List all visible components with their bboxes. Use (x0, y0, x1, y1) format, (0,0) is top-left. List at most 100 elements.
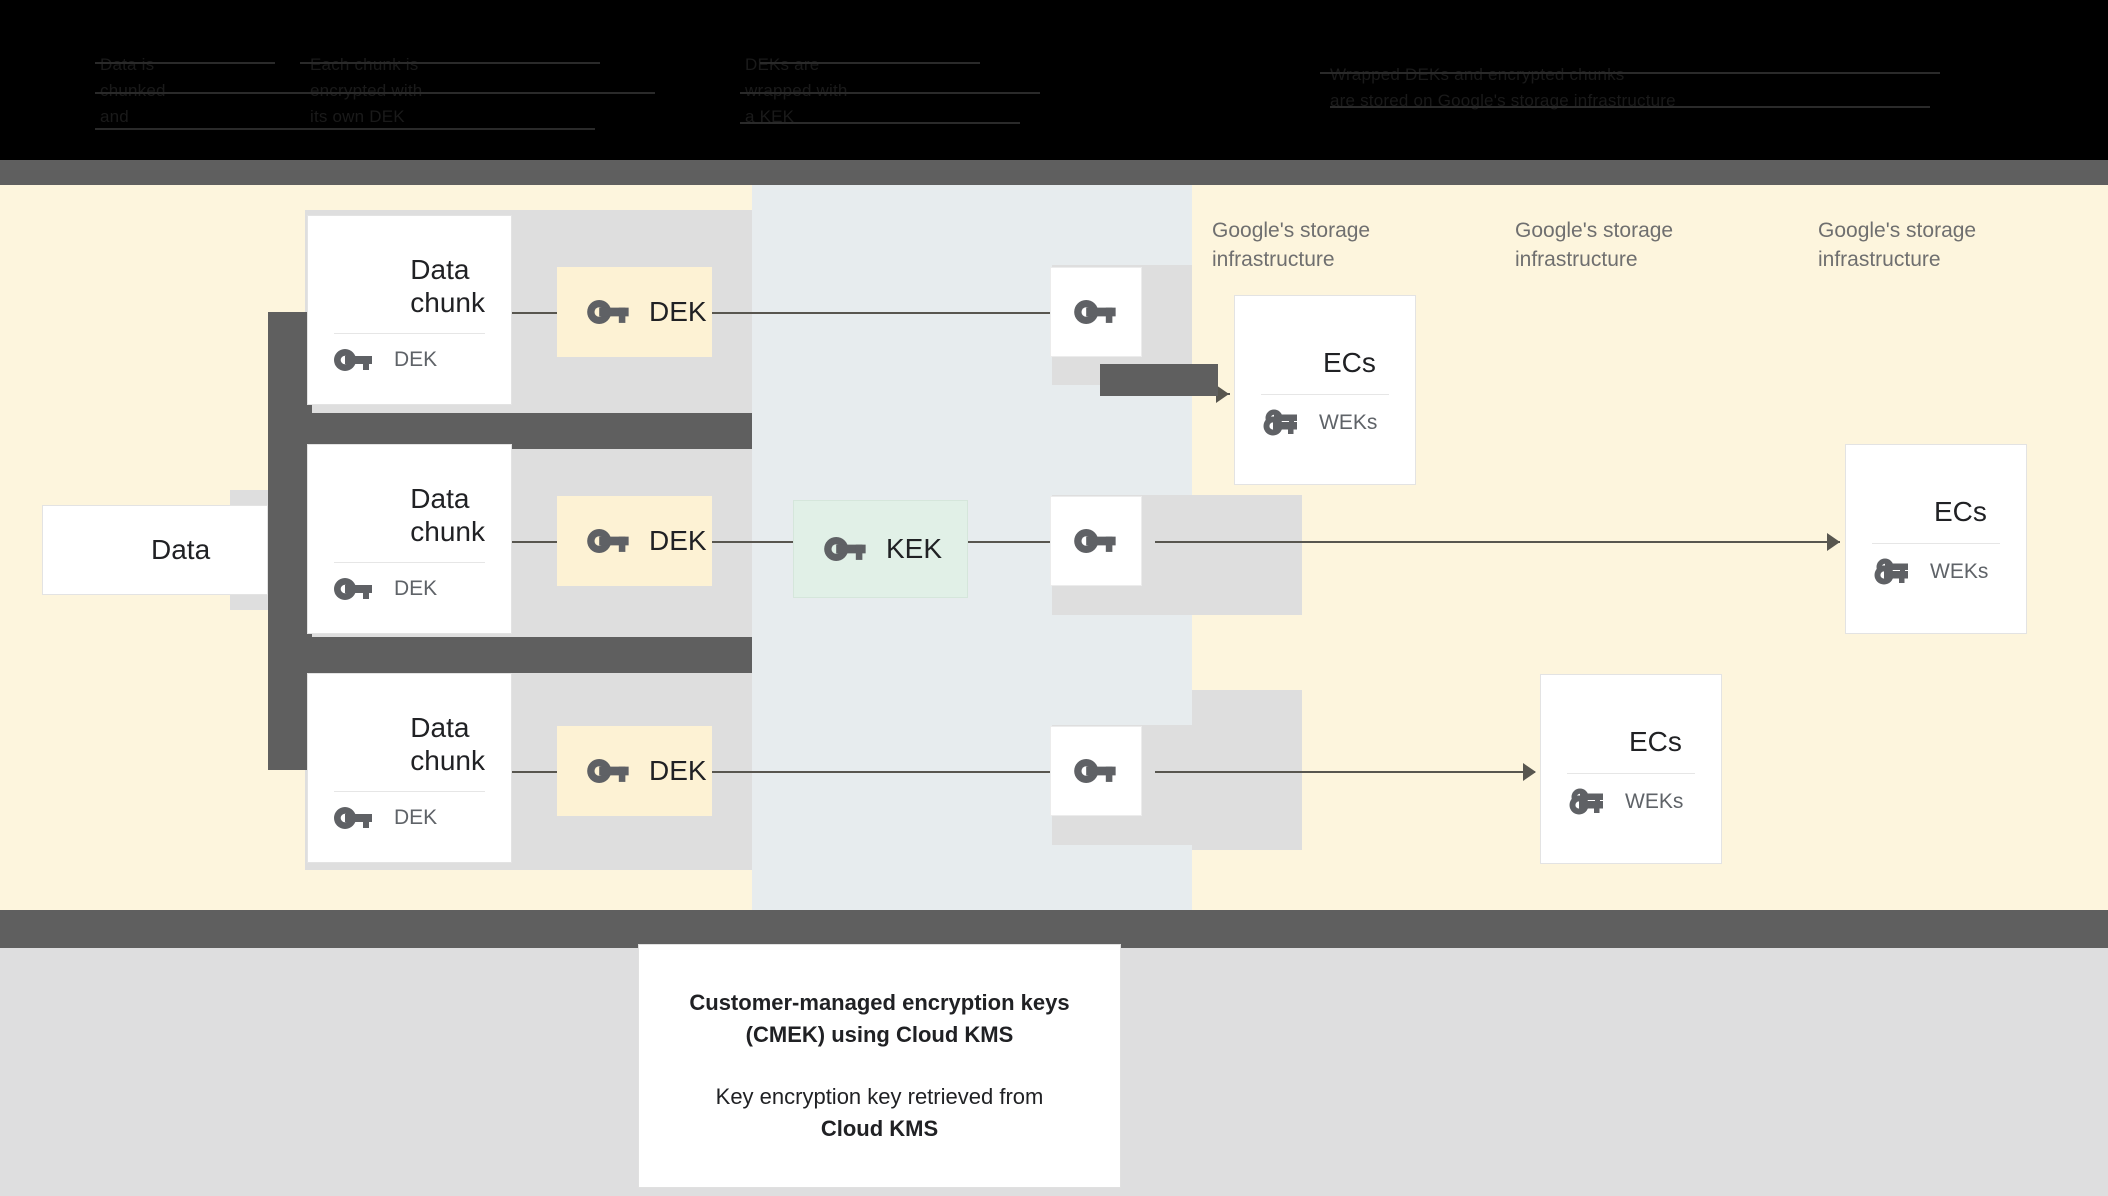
chunk-card-key-label: DEK (394, 577, 438, 601)
double-key-icon (1261, 409, 1303, 437)
chunk-card-key-label: DEK (394, 348, 438, 372)
header-redaction-line (95, 62, 275, 64)
key-icon (587, 529, 631, 553)
ecs-card-key-label: WEKs (1625, 789, 1684, 813)
ecs-card-key-row: WEKs (1541, 788, 1721, 816)
key-icon (824, 537, 868, 561)
infra-label-3: Google's storage infrastructure (1818, 219, 1977, 271)
ecs-card-title: ECs (1323, 347, 1376, 379)
data-chunk-card-2[interactable]: Data chunk DEK (307, 444, 512, 634)
key-icon (334, 578, 374, 601)
ecs-card-key-label: WEKs (1930, 559, 1989, 583)
caption-card: Customer-managed encryption keys (CMEK) … (638, 944, 1121, 1188)
ecs-card-title: ECs (1934, 496, 1987, 528)
chunk-card-header: Data chunk (308, 712, 511, 778)
dek-tile-label: DEK (649, 525, 707, 556)
wrapped-key-tile-3[interactable] (1050, 726, 1142, 816)
ecs-card-key-row: WEKs (1235, 409, 1415, 437)
header-redaction-line (95, 92, 655, 94)
caption-body-line1: Key encryption key retrieved from (715, 1084, 1044, 1109)
data-chunk-card-1[interactable]: Data chunk DEK (307, 215, 512, 405)
double-key-icon (1872, 558, 1914, 586)
header-text-column-3: DEKs are wrapped with a KEK (745, 55, 848, 126)
ecs-card-header: ECs (1846, 496, 2026, 529)
header-redaction-line (740, 122, 1020, 124)
card-divider (334, 333, 485, 335)
double-key-icon (1567, 788, 1609, 816)
panel-behind-row3-line (1192, 690, 1302, 850)
header-redaction-line (1320, 72, 1940, 74)
connector-chunk1-to-dek1 (512, 312, 557, 314)
ecs-card-header: ECs (1541, 726, 1721, 759)
arrowhead-ecs2 (1827, 533, 1840, 551)
caption-body: Key encryption key retrieved from Cloud … (716, 1081, 1044, 1145)
data-card-label: Data (151, 533, 211, 565)
chunk-card-key-label: DEK (394, 806, 438, 830)
data-card[interactable]: Data (42, 505, 268, 595)
data-card-row: Data (43, 534, 267, 567)
connector-chunk3-to-dek3 (512, 771, 557, 773)
infra-label-2: Google's storage infrastructure (1515, 219, 1674, 271)
chunk-card-title: Data chunk (410, 253, 485, 318)
connector-wrapped3-to-ecs3 (1155, 771, 1535, 773)
panel-behind-row2-line (1192, 495, 1302, 615)
arrowhead-ecs1 (1216, 385, 1229, 403)
ecs-card-title: ECs (1629, 726, 1682, 758)
redaction-bar-trunk (268, 312, 312, 770)
kek-tile-label: KEK (886, 533, 943, 564)
caption-body-line2: Cloud KMS (820, 1115, 939, 1141)
header-redaction-line (760, 62, 980, 64)
chunk-card-key-row: DEK (308, 806, 511, 830)
header-text-column-1: Data is chunked and (100, 55, 166, 126)
chunk-card-key-row: DEK (308, 348, 511, 372)
dek-tile-2[interactable]: DEK (557, 496, 712, 586)
header-redaction-line (1330, 106, 1930, 108)
key-icon (1074, 759, 1118, 783)
card-divider (1567, 772, 1695, 774)
header-redaction-line (95, 128, 595, 130)
redaction-bar-row2 (268, 637, 752, 673)
redaction-bar-ecs1-arrow (1100, 364, 1218, 396)
header-text-column-2: Each chunk is encrypted with its own DEK (310, 55, 423, 126)
arrowhead-ecs3 (1523, 763, 1536, 781)
connector-wrapped2-to-ecs2 (1155, 541, 1840, 543)
wrapped-key-tile-2[interactable] (1050, 496, 1142, 586)
connector-dek1-to-wrapped1 (712, 312, 1057, 314)
header-redaction-line (300, 62, 600, 64)
key-icon (1074, 300, 1118, 324)
key-icon (334, 349, 374, 372)
ecs-card-2[interactable]: ECs WEKs (1845, 444, 2027, 634)
key-icon (334, 807, 374, 830)
header-text-column-4: Wrapped DEKs and encrypted chunks are st… (1330, 65, 1676, 110)
card-divider (1872, 542, 2000, 544)
header-redaction-line (740, 92, 1040, 94)
caption-title: Customer-managed encryption keys (CMEK) … (689, 990, 1070, 1048)
ecs-card-key-label: WEKs (1319, 410, 1378, 434)
infra-label-1: Google's storage infrastructure (1212, 219, 1371, 271)
kek-tile[interactable]: KEK (793, 500, 968, 598)
dek-tile-3[interactable]: DEK (557, 726, 712, 816)
connector-kek-to-wrapped (968, 541, 1058, 543)
chunk-card-title: Data chunk (410, 482, 485, 547)
header-divider-band (0, 160, 2108, 185)
footer-divider-band (0, 910, 2108, 948)
ecs-card-3[interactable]: ECs WEKs (1540, 674, 1722, 864)
dek-tile-label: DEK (649, 296, 707, 327)
chunk-card-key-row: DEK (308, 577, 511, 601)
card-divider (334, 562, 485, 564)
dek-tile-1[interactable]: DEK (557, 267, 712, 357)
redaction-bar-row1 (268, 413, 752, 449)
ecs-card-header: ECs (1235, 347, 1415, 380)
key-icon (587, 759, 631, 783)
connector-dek3-to-wrapped3 (712, 771, 1057, 773)
data-chunk-card-3[interactable]: Data chunk DEK (307, 673, 512, 863)
card-divider (334, 791, 485, 793)
ecs-card-1[interactable]: ECs WEKs (1234, 295, 1416, 485)
header-redacted-strip: Data is chunked and Each chunk is encryp… (0, 0, 2108, 160)
connector-chunk2-to-dek2 (512, 541, 557, 543)
card-divider (1261, 393, 1389, 395)
wrapped-key-tile-1[interactable] (1050, 267, 1142, 357)
dek-tile-label: DEK (649, 755, 707, 786)
ecs-card-key-row: WEKs (1846, 558, 2026, 586)
